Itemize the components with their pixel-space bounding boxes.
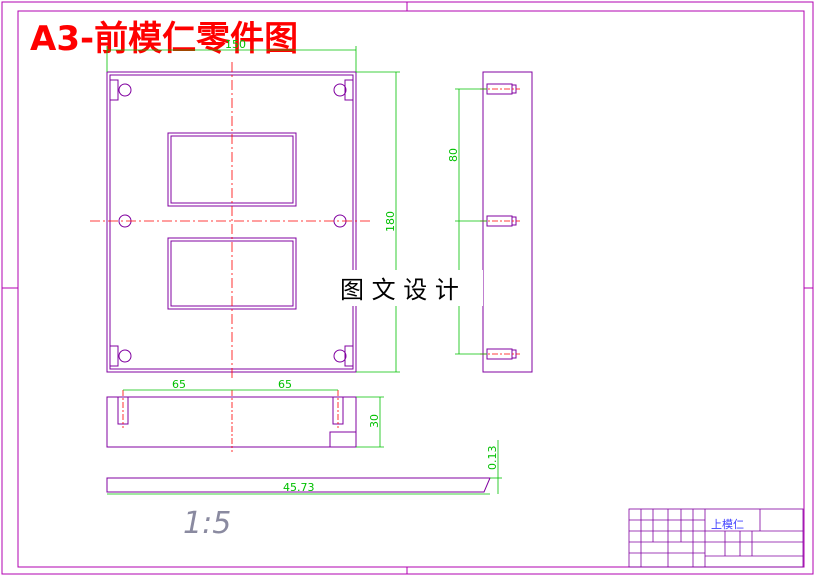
title-block-part-name: 上模仁 xyxy=(711,518,744,531)
dim-80: 80 xyxy=(447,148,460,162)
watermark-bg xyxy=(335,270,483,306)
bottom-view xyxy=(106,396,357,448)
bottom-centerlines xyxy=(122,390,339,452)
dim-013: 0.13 xyxy=(486,446,499,471)
dim-150: 150 xyxy=(225,38,246,51)
dim-30: 30 xyxy=(368,414,381,428)
strip-dimensions xyxy=(107,440,502,495)
drawing-title: A3-前模仁零件图 xyxy=(30,19,298,59)
bottom-dimensions xyxy=(123,389,384,448)
dim-180: 180 xyxy=(384,211,397,232)
scale-note: 1:5 xyxy=(183,506,231,541)
side-centerlines xyxy=(480,88,520,355)
dim-65-left: 65 xyxy=(172,378,186,391)
front-view xyxy=(106,71,357,373)
front-centerlines xyxy=(90,62,372,380)
strip-view xyxy=(106,477,491,493)
title-block xyxy=(628,508,804,568)
dim-65-right: 65 xyxy=(278,378,292,391)
inner-border xyxy=(17,10,805,568)
side-dimensions xyxy=(455,88,487,355)
watermark-text: 图 文 设 计 xyxy=(340,276,459,304)
dim-4573: 45.73 xyxy=(283,481,315,494)
side-view xyxy=(482,71,533,373)
front-dimensions xyxy=(106,46,400,373)
